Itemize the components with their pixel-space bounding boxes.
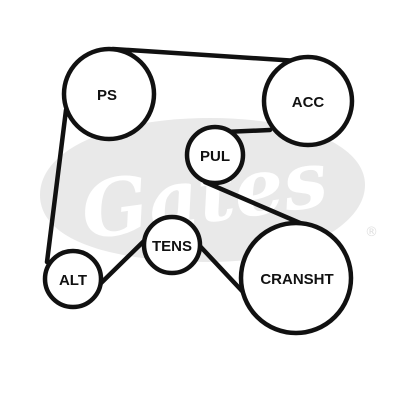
pulley-tens-label: TENS (152, 238, 192, 255)
pulley-acc-circle (261, 54, 355, 148)
pulley-ps: PS (61, 46, 157, 142)
belt-alt-to-ps (44, 107, 69, 265)
serpentine-belt (44, 46, 303, 295)
pulley-ps-circle (61, 46, 157, 142)
belt-tens-to-alt (93, 237, 148, 291)
pulley-cransht-label: CRANSHT (260, 271, 333, 288)
pulley-tens: TENS (141, 214, 203, 276)
pulley-pul-label: PUL (200, 148, 230, 165)
belt-cransht-to-tens (195, 241, 246, 295)
pulley-pul: PUL (184, 124, 246, 186)
pulley-alt-label: ALT (59, 272, 87, 289)
pulley-cransht-circle (238, 220, 354, 336)
pulley-ps-label: PS (97, 87, 117, 104)
pulley-alt-circle (42, 248, 104, 310)
pulley-tens-circle (141, 214, 203, 276)
pulley-pul-circle (184, 124, 246, 186)
registered-mark: ® (365, 225, 378, 240)
pulley-cransht: CRANSHT (238, 220, 354, 336)
pulley-acc-label: ACC (292, 94, 325, 111)
belt-pul-to-cransht (202, 179, 303, 226)
belt-ps-to-acc (110, 46, 301, 64)
pulley-alt: ALT (42, 248, 104, 310)
pulley-acc: ACC (261, 54, 355, 148)
